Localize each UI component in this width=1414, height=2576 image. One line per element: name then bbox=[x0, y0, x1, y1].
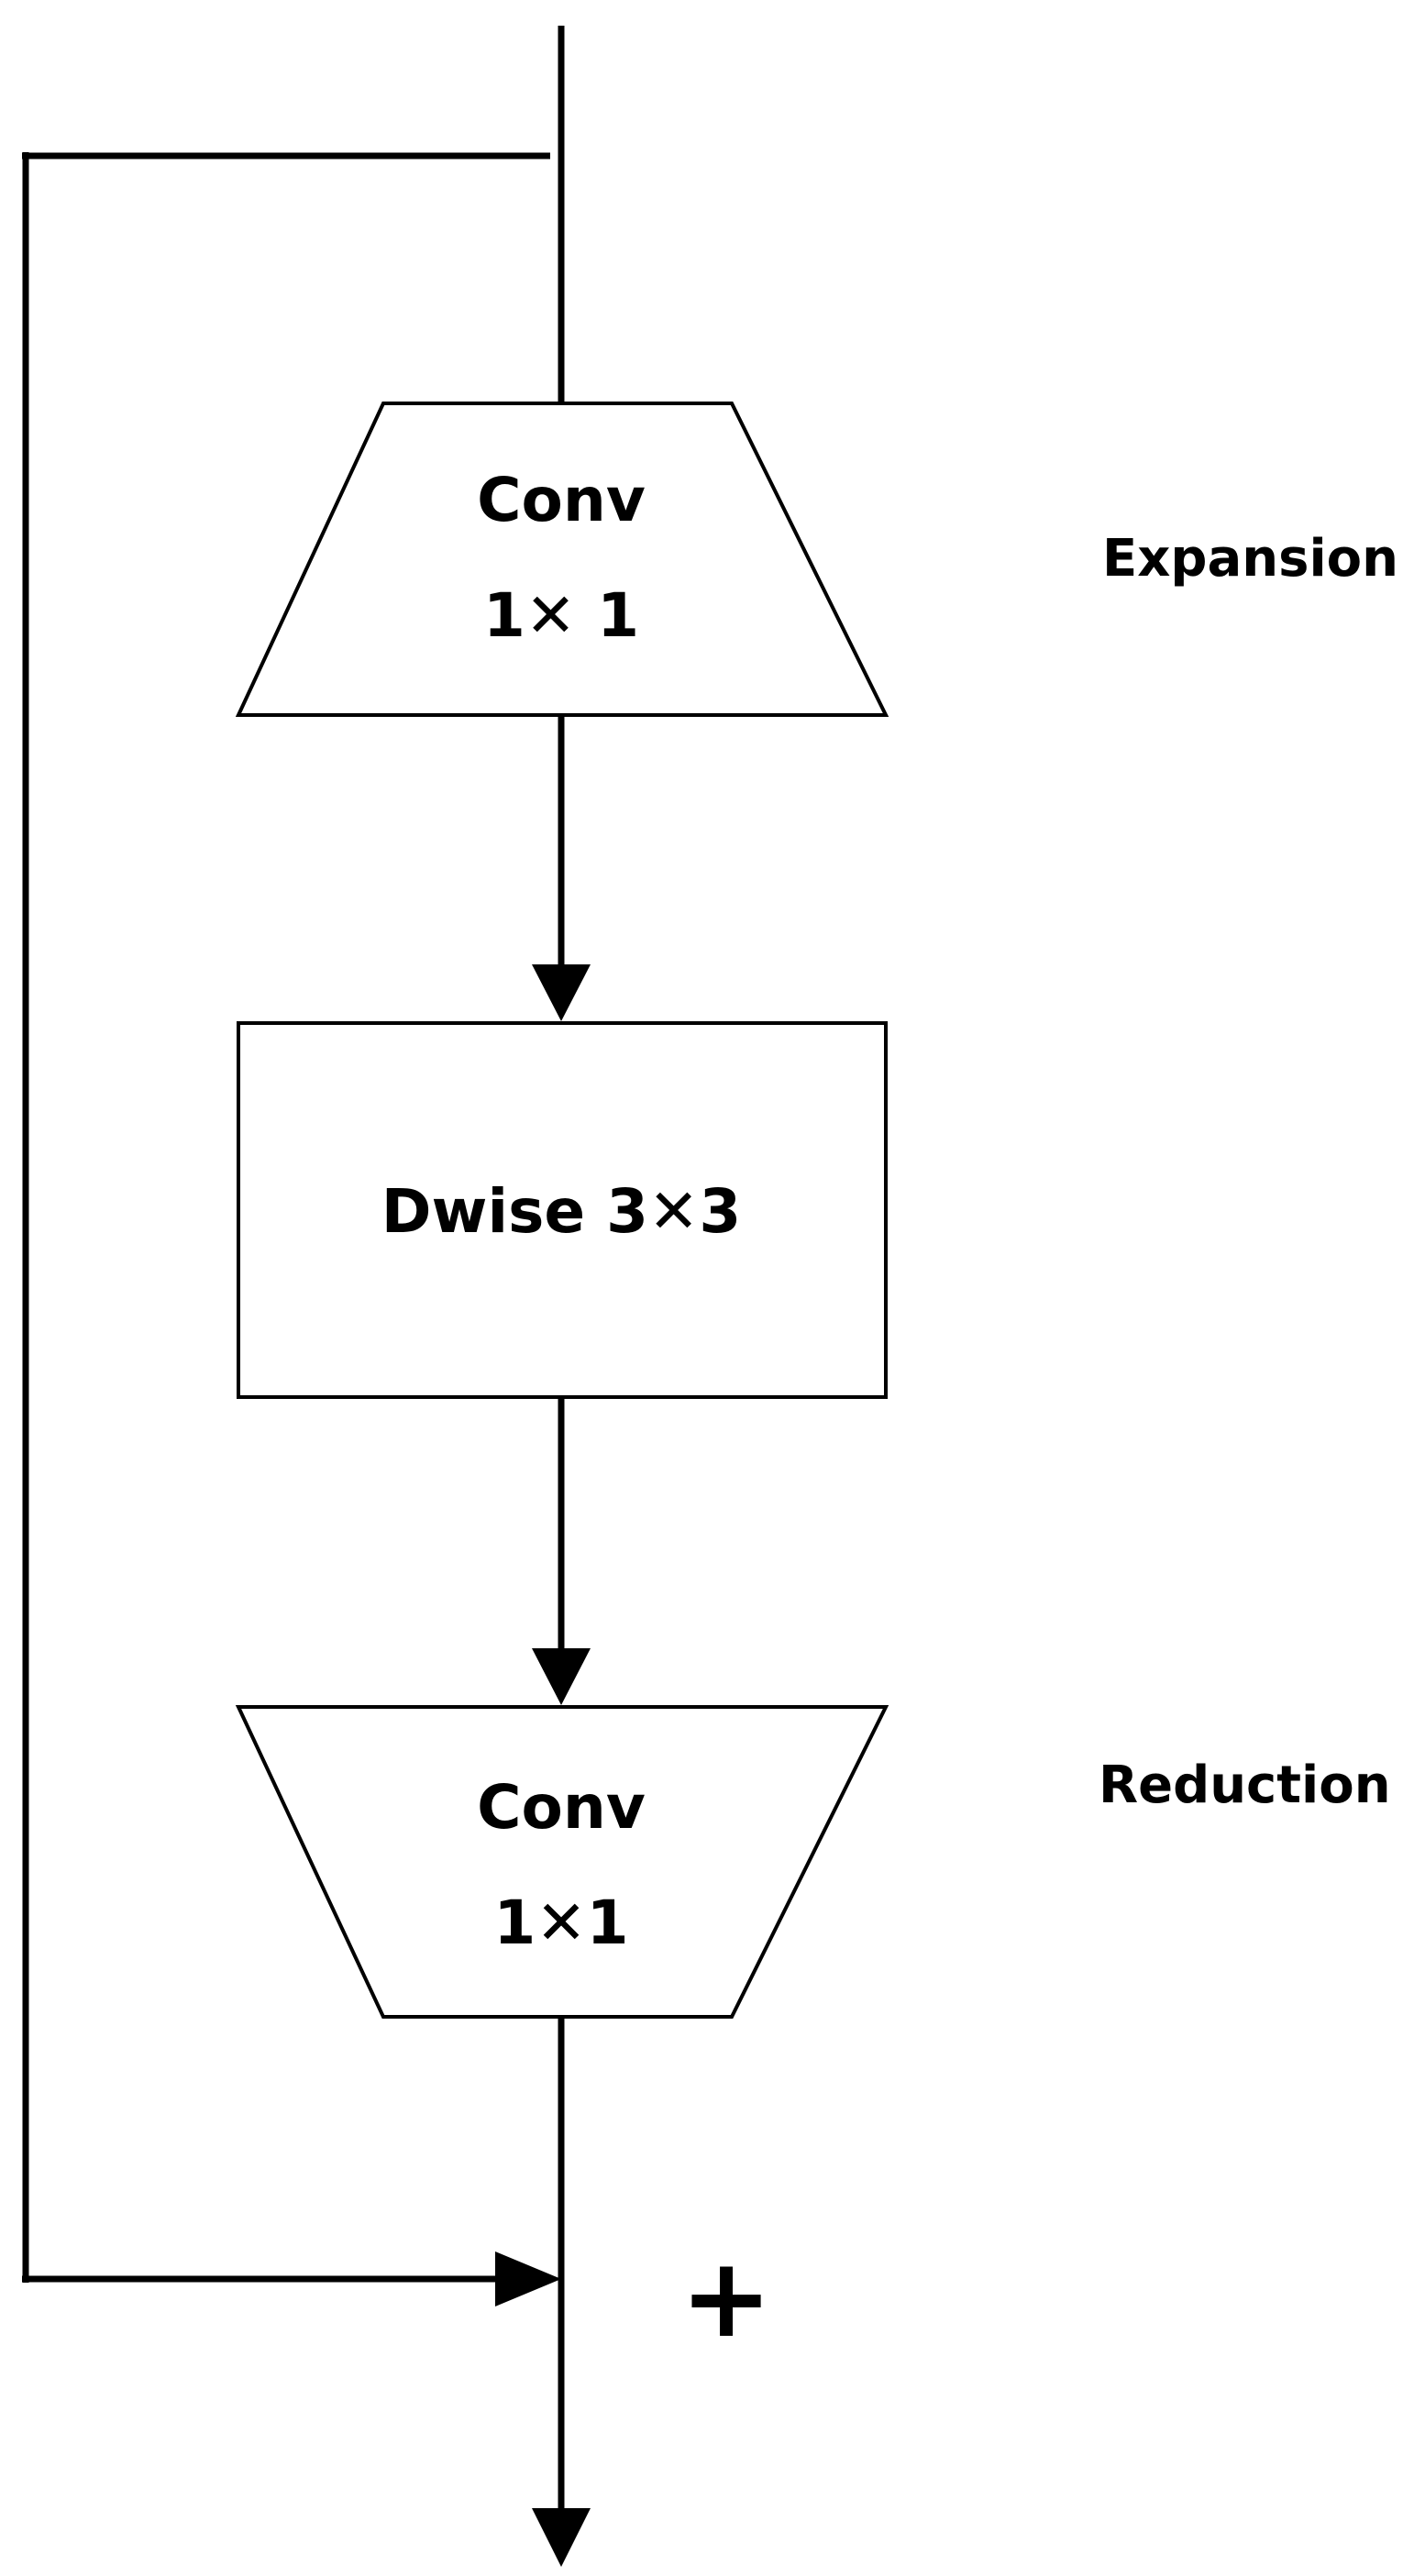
expansion-label: Expansion bbox=[1102, 529, 1398, 589]
output-arrowhead bbox=[532, 2508, 591, 2567]
expansion-conv-title: Conv bbox=[477, 465, 646, 535]
arrowhead-dwise-to-reduction bbox=[532, 1648, 591, 1705]
depthwise-conv-label: Dwise 3✕3 bbox=[381, 1176, 742, 1247]
sum-symbol: + bbox=[680, 2235, 773, 2362]
expansion-conv-block bbox=[235, 402, 889, 717]
reduction-label: Reduction bbox=[1099, 1756, 1391, 1815]
skip-connection-arrowhead bbox=[495, 2251, 561, 2306]
expansion-conv-kernel: 1✕ 1 bbox=[483, 580, 639, 651]
arrowhead-expansion-to-dwise bbox=[532, 964, 591, 1021]
reduction-conv-kernel: 1✕1 bbox=[493, 1888, 628, 1958]
reduction-conv-block bbox=[235, 1705, 889, 2019]
depthwise-conv-block bbox=[237, 1021, 888, 1399]
reduction-conv-title: Conv bbox=[477, 1772, 646, 1843]
